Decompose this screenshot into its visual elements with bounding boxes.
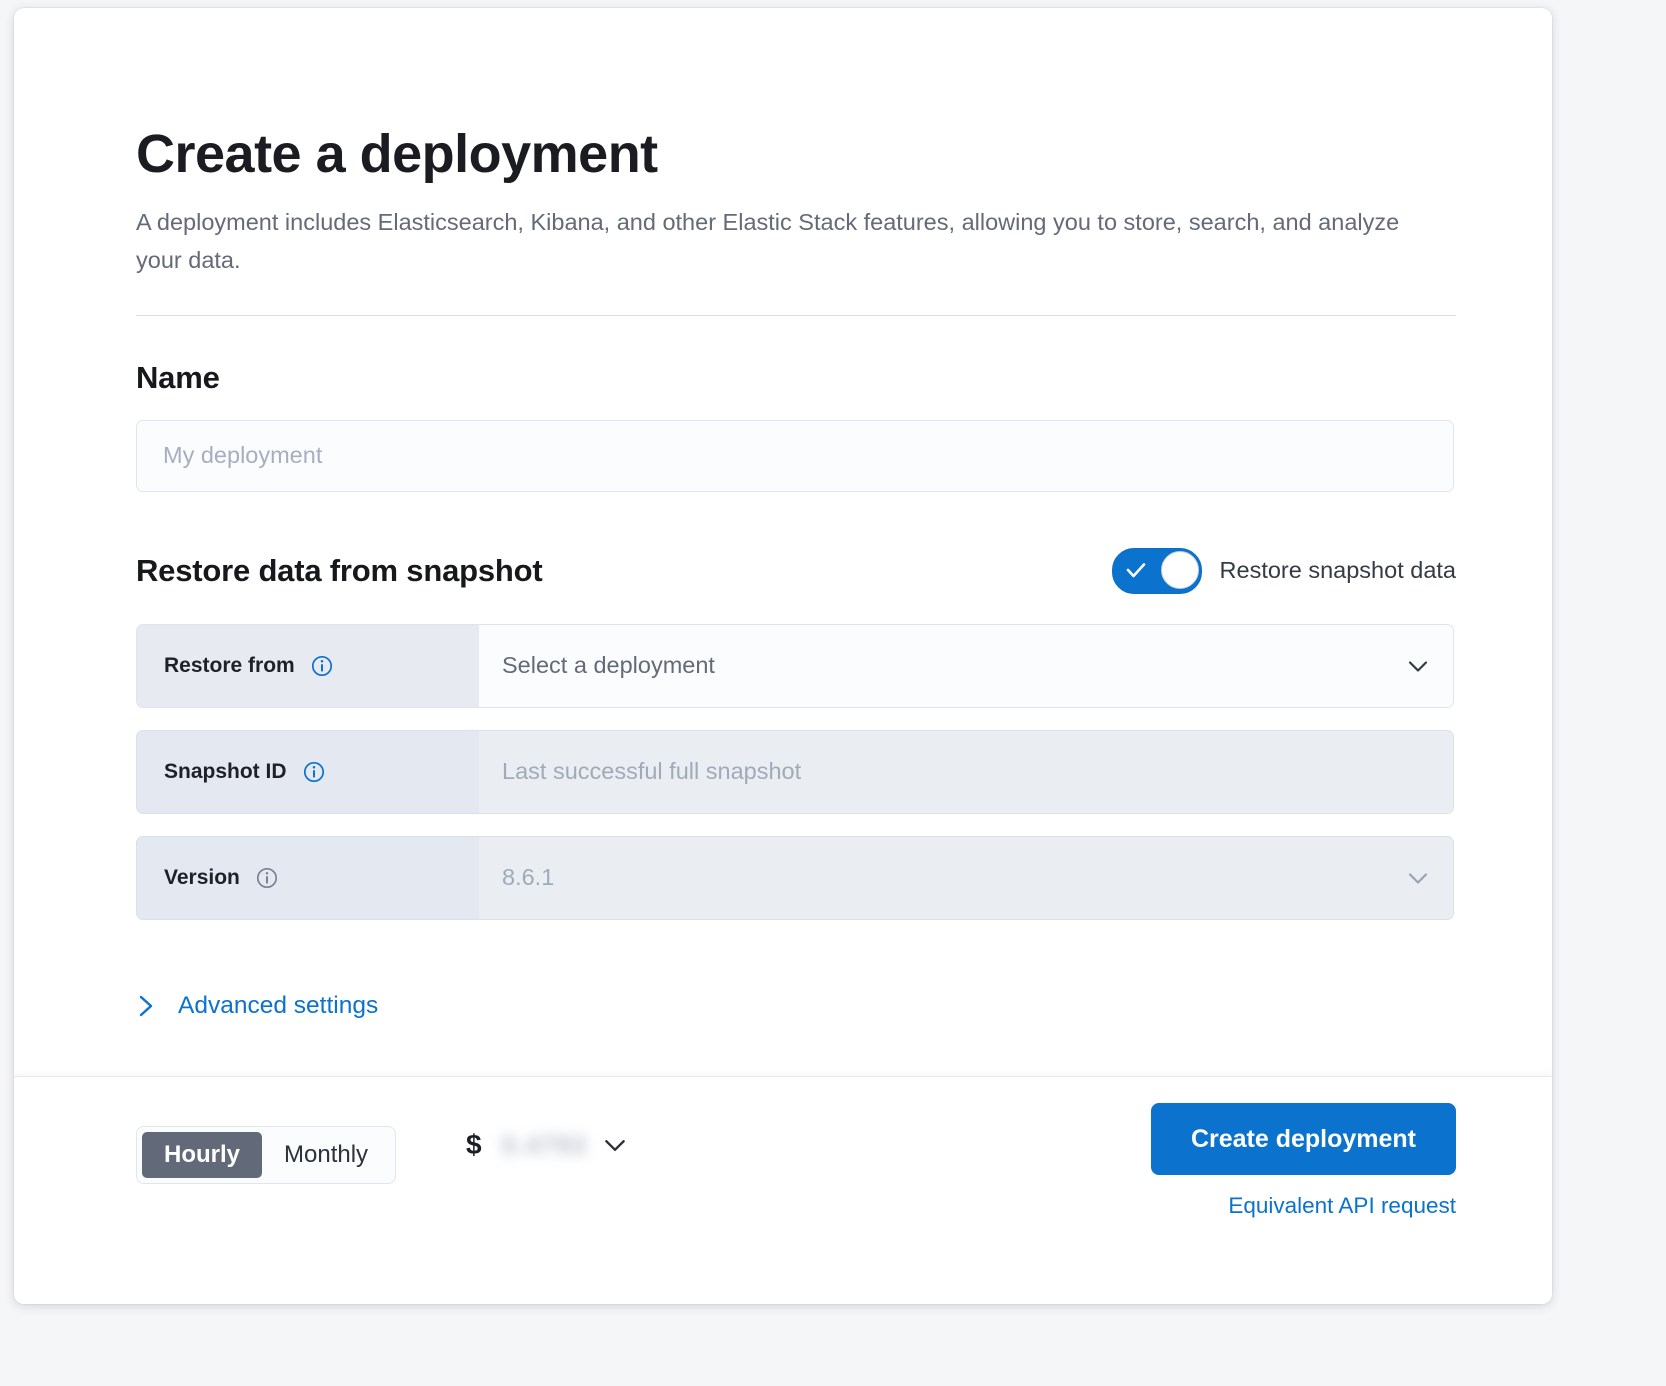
footer-bar: Hourly Monthly $ 0.4793 Create deploymen… [14, 1076, 1552, 1304]
restore-section-header: Restore data from snapshot Restore snaps… [136, 547, 1456, 594]
restore-from-select[interactable]: Select a deployment [479, 624, 1453, 707]
restore-from-value: Select a deployment [502, 652, 715, 679]
price-amount-redacted: 0.4793 [501, 1129, 588, 1160]
deployment-name-placeholder: My deployment [163, 442, 323, 469]
chevron-down-icon[interactable] [601, 1131, 629, 1159]
page-title: Create a deployment [136, 124, 658, 184]
snapshot-id-label-group: Snapshot ID [137, 730, 479, 813]
form-content: Create a deployment A deployment include… [136, 8, 1456, 1025]
version-row: Version 8.6.1 [136, 835, 1454, 920]
deployment-name-input[interactable]: My deployment [136, 419, 1454, 492]
toggle-knob [1160, 550, 1199, 589]
advanced-settings-label: Advanced settings [178, 991, 379, 1019]
price-currency-symbol: $ [466, 1129, 482, 1160]
create-deployment-button[interactable]: Create deployment [1150, 1103, 1456, 1175]
chevron-down-icon [1408, 873, 1428, 884]
price-display[interactable]: $ 0.4793 [466, 1129, 629, 1161]
check-icon [1126, 563, 1145, 578]
header-divider [136, 314, 1456, 316]
version-value: 8.6.1 [502, 864, 555, 891]
restore-snapshot-toggle[interactable] [1111, 547, 1202, 594]
restore-from-label-group: Restore from [137, 624, 479, 707]
form-body: Create a deployment A deployment include… [14, 8, 1552, 1076]
info-icon[interactable] [256, 867, 278, 889]
create-deployment-panel: Create a deployment A deployment include… [14, 8, 1552, 1304]
page-subtitle: A deployment includes Elasticsearch, Kib… [136, 208, 1400, 273]
name-section-heading: Name [136, 359, 220, 395]
chevron-down-icon[interactable] [1405, 653, 1431, 679]
restore-toggle-label: Restore snapshot data [1219, 557, 1456, 584]
restore-from-label: Restore from [164, 653, 295, 677]
advanced-settings-toggle[interactable]: Advanced settings [136, 992, 378, 1020]
snapshot-id-input: Last successful full snapshot [479, 730, 1453, 813]
restore-from-row[interactable]: Restore from Select a deployment [136, 623, 1454, 708]
billing-period-toggle: Hourly Monthly [136, 1126, 397, 1184]
version-select: 8.6.1 [479, 836, 1453, 919]
version-label: Version [164, 865, 240, 889]
billing-option-hourly[interactable]: Hourly [142, 1132, 263, 1178]
snapshot-id-value: Last successful full snapshot [502, 758, 802, 785]
info-icon[interactable] [303, 761, 325, 783]
billing-option-monthly[interactable]: Monthly [284, 1141, 369, 1168]
footer-content: Hourly Monthly $ 0.4793 Create deploymen… [136, 1077, 1456, 1304]
equivalent-api-request-link[interactable]: Equivalent API request [1228, 1193, 1456, 1218]
chevron-right-icon [139, 995, 153, 1017]
snapshot-id-row: Snapshot ID Last successful full snapsho… [136, 729, 1454, 814]
version-label-group: Version [137, 836, 479, 919]
info-icon[interactable] [311, 655, 333, 677]
restore-toggle-group: Restore snapshot data [1111, 547, 1456, 594]
snapshot-id-label: Snapshot ID [164, 759, 287, 783]
restore-section-heading: Restore data from snapshot [136, 552, 543, 588]
